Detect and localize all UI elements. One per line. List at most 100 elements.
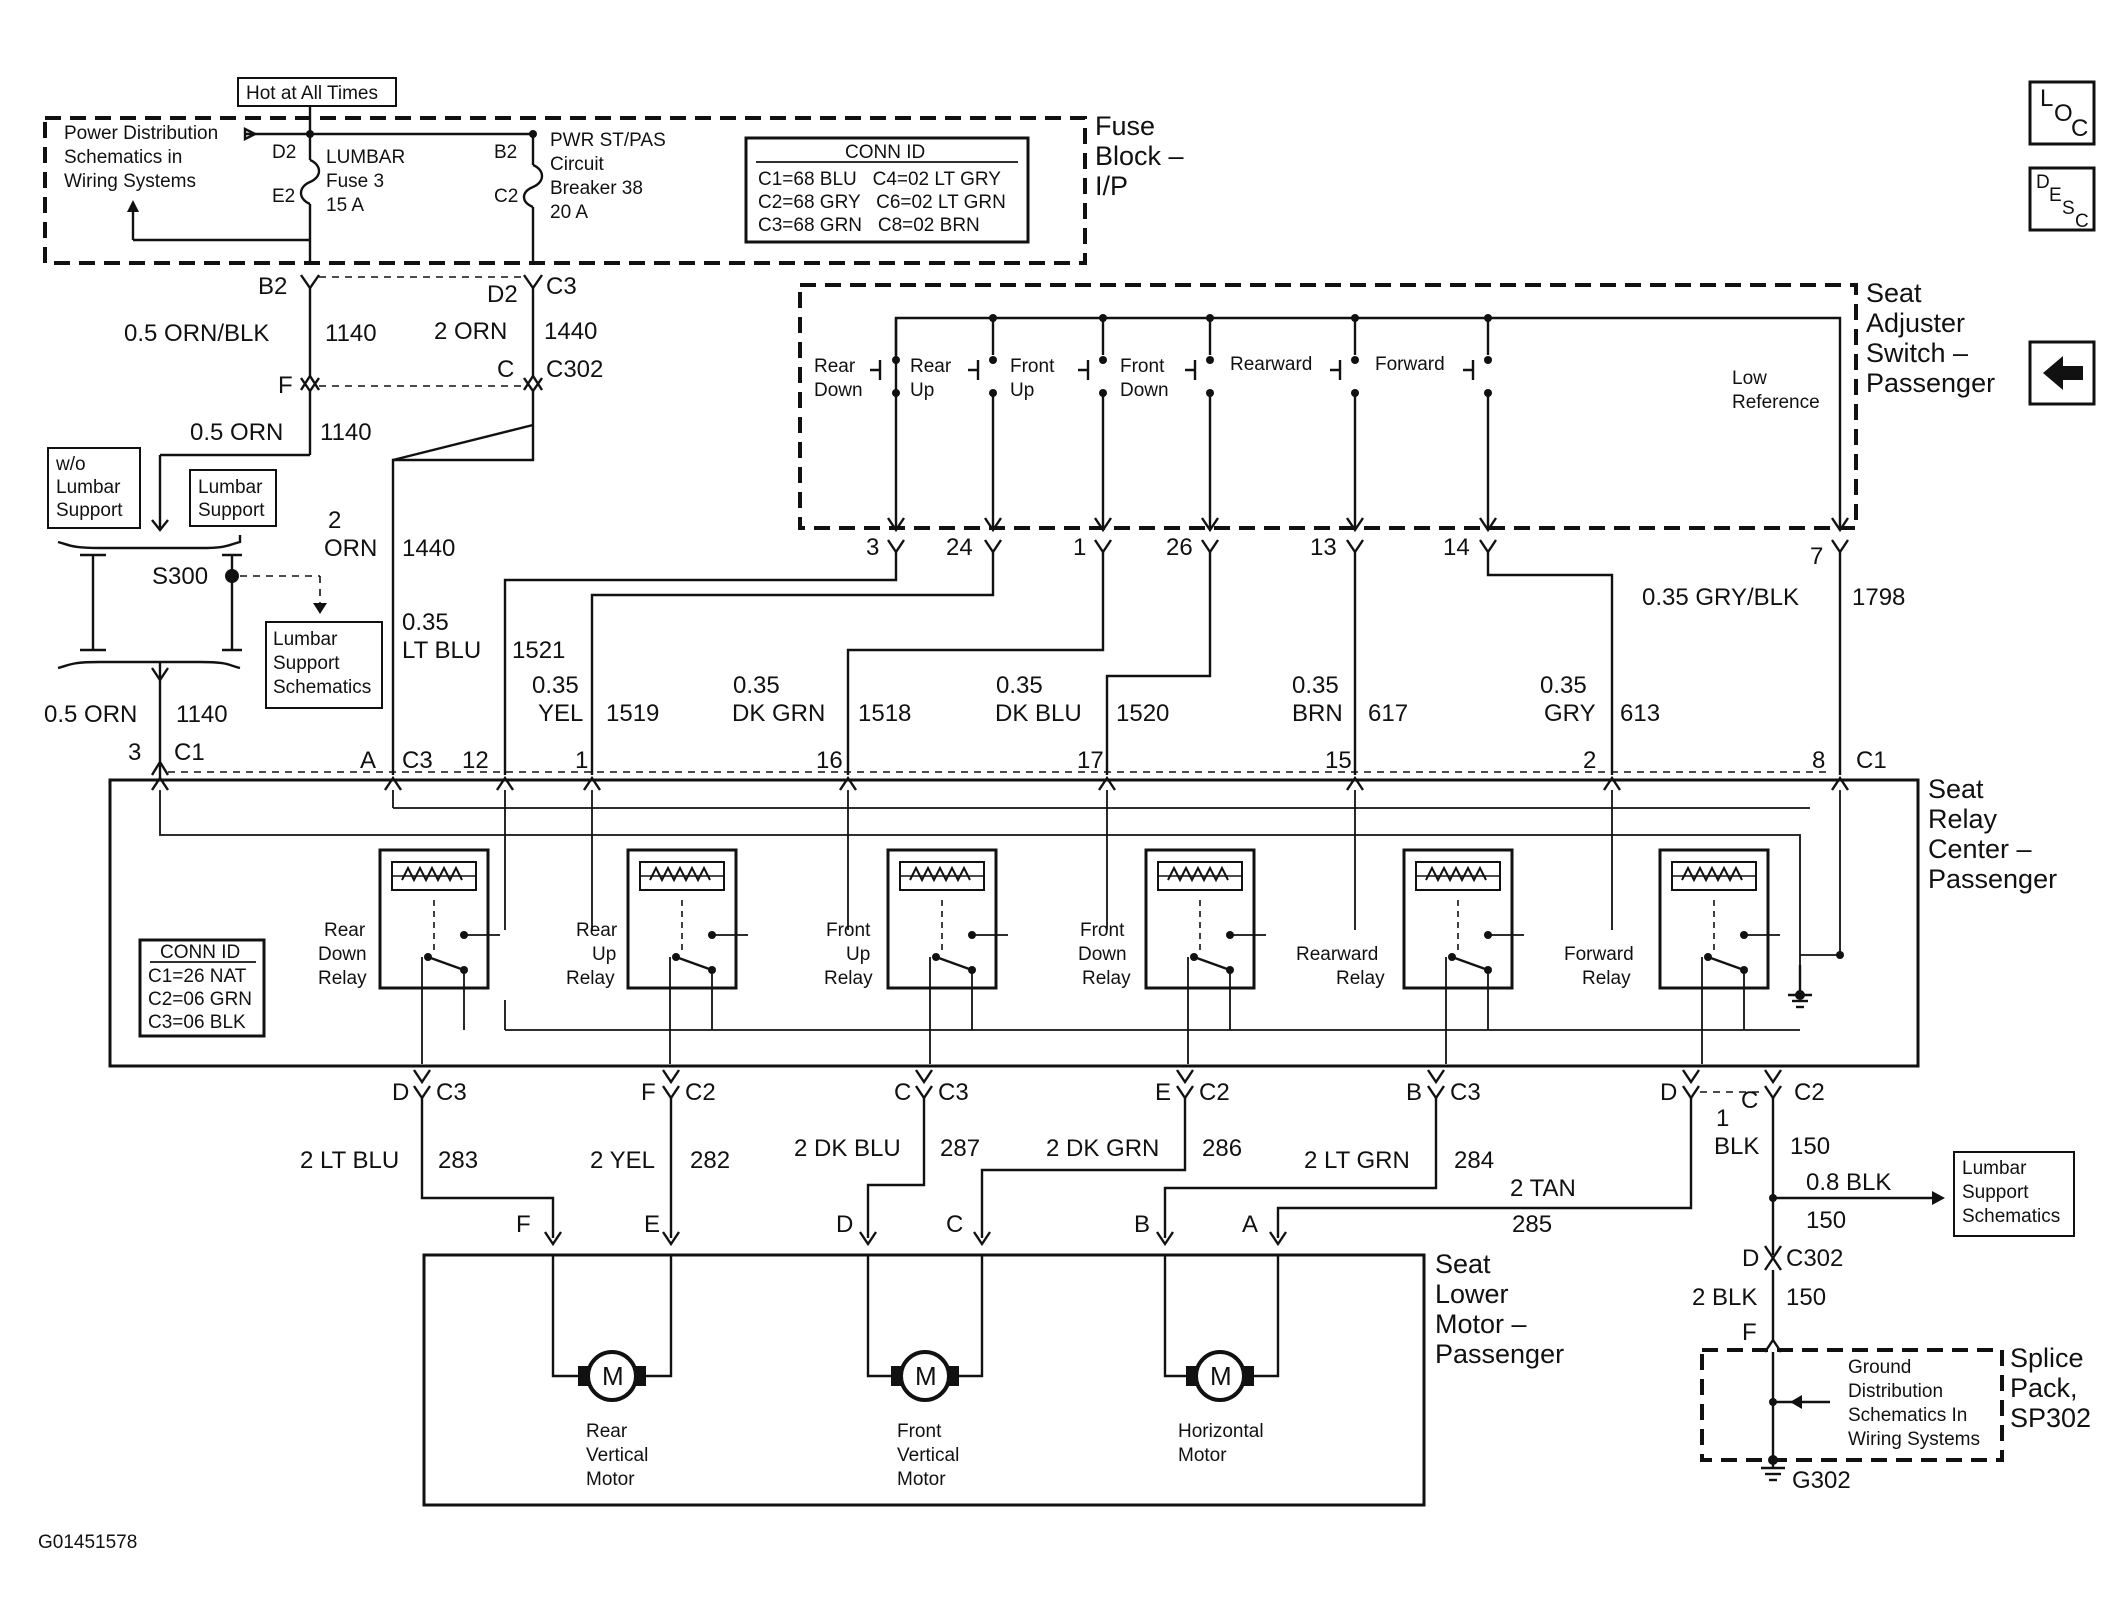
splice-pack-boundary (1700, 1348, 2004, 1462)
relay-rear-up-label-3: Relay (566, 968, 615, 989)
relay-conn-id: CONN ID C1=26 NAT C2=06 GRN C3=06 BLK (138, 938, 266, 1038)
splice-s300-label: S300 (152, 563, 208, 590)
desc-button[interactable]: D E S C (2028, 166, 2096, 232)
relay-conn-id-title: CONN ID (160, 942, 240, 963)
wire-617-circuit: 617 (1368, 700, 1408, 727)
wire-287-color: 2 DK BLU (794, 1135, 901, 1162)
relay-conn-id-row-2: C2=06 GRN (148, 989, 252, 1010)
relay-rear-down-label-2: Down (318, 944, 367, 965)
down-arrow-icon (313, 603, 327, 614)
ground-ref-label-2: Distribution (1848, 1381, 1943, 1402)
fuse-block-title-3: I/P (1095, 171, 1128, 201)
switch-rear-up-1: Rear (910, 356, 952, 377)
back-button[interactable] (2028, 340, 2096, 406)
loc-button[interactable]: L O C (2028, 80, 2096, 146)
label-f: F (278, 372, 293, 399)
switch-front-up-1: Front (1010, 356, 1055, 377)
relay-rearward-label-2: Relay (1336, 968, 1385, 989)
out-pin-b: B (1406, 1079, 1422, 1106)
seat-switch-title-1: Seat (1866, 278, 1922, 308)
ground-ref-arrow-icon (1790, 1395, 1802, 1409)
motor-block-title-2: Lower (1435, 1279, 1509, 1309)
relay-pin-8: 8 (1812, 747, 1825, 774)
relay-front-up-label-2: Up (846, 944, 870, 965)
fuse-conn-id: CONN ID C1=68 BLU C4=02 LT GRY C2=68 GRY… (744, 136, 1030, 244)
relay-conn-id-row-3: C3=06 BLK (148, 1012, 246, 1033)
out-pin-c: C (894, 1079, 911, 1106)
wire-1140-color: 0.5 ORN/BLK (124, 320, 269, 347)
wire-282-color: 2 YEL (590, 1147, 655, 1174)
motor-front-vertical-label-3: Motor (897, 1469, 946, 1490)
wire-283-color: 2 LT BLU (300, 1147, 399, 1174)
motor-pin-d: D (836, 1211, 853, 1238)
label-c3: C3 (546, 273, 577, 300)
wire-1518-color: DK GRN (732, 700, 825, 727)
pin-e2: E2 (272, 186, 295, 207)
connector-c3 (523, 274, 543, 291)
ground-ref-label-4: Wiring Systems (1848, 1429, 1980, 1450)
power-ref-3: Wiring Systems (64, 171, 196, 192)
motor-rear-vertical-label-3: Motor (586, 1469, 635, 1490)
lumbar-fuse-symbol (299, 158, 321, 206)
relay-forward-label-1: Forward (1564, 944, 1634, 965)
relay-pin-a: A (360, 747, 376, 774)
switch-pin-3: 3 (866, 534, 879, 561)
option-bracket-bottom (57, 660, 241, 670)
wo-lumbar-label-1: w/o (55, 454, 86, 475)
wire-150-color: BLK (1714, 1133, 1759, 1160)
switch-front-up-2: Up (1010, 380, 1034, 401)
wire-150c-color: 2 BLK (1692, 1284, 1757, 1311)
seat-relay-center: Seat Relay Center – Passenger A C3 12 1 … (108, 747, 2057, 1068)
splice-pack-title-2: Pack, (2010, 1373, 2078, 1403)
wire-1519-color: YEL (538, 700, 583, 727)
out-pin-c-2: C (1741, 1087, 1758, 1114)
wire-1798-color: 0.35 GRY/BLK (1642, 584, 1799, 611)
wire-150b-color: 0.8 BLK (1806, 1169, 1891, 1196)
connector-d-c302: D (1742, 1245, 1759, 1272)
wire-1140b-color: 0.5 ORN (190, 419, 283, 446)
ground-wire: 1 BLK 150 0.8 BLK 150 Lumbar Support Sch… (1692, 1098, 2075, 1353)
out-pin-c3-1: C3 (436, 1079, 467, 1106)
wire-1798-circuit: 1798 (1852, 584, 1905, 611)
splice-pack-title-3: SP302 (2010, 1403, 2091, 1433)
motor-wires: 2 LT BLU 283 2 YEL 282 2 DK BLU 287 2 DK… (300, 1098, 1693, 1247)
motor-rear-vertical-label-2: Vertical (586, 1445, 648, 1466)
relay-1 (378, 848, 500, 1064)
lumbar-fuse-label-2: Fuse 3 (326, 171, 384, 192)
wire-287-circuit: 287 (940, 1135, 980, 1162)
wire-1519-circuit: 1519 (606, 700, 659, 727)
up-arrow-icon (127, 200, 139, 212)
relay-forward-label-2: Relay (1582, 968, 1631, 989)
wo-lumbar-label-2: Lumbar (56, 477, 121, 498)
fuse-block: Hot at All Times Fuse Block – I/P Power … (43, 77, 1184, 265)
motor-2: M (866, 1255, 984, 1402)
pin-3-c1: 3 (128, 739, 141, 766)
ground-ref-label-3: Schematics In (1848, 1405, 1967, 1426)
wire-1440b-circuit: 1440 (402, 535, 455, 562)
low-reference-2: Reference (1732, 392, 1820, 413)
out-pin-d-1: D (392, 1079, 409, 1106)
wire-1520-circuit: 1520 (1116, 700, 1169, 727)
out-pin-c2-1: C2 (685, 1079, 716, 1106)
right-arrow-icon (1932, 1191, 1945, 1205)
seat-switch-title-2: Adjuster (1866, 308, 1965, 338)
power-ref-1: Power Distribution (64, 123, 218, 144)
motor-block-title-3: Motor – (1435, 1309, 1527, 1339)
option-bracket-top (57, 535, 242, 550)
breaker-label-4: 20 A (550, 202, 588, 223)
motor-horizontal-label-1: Horizontal (1178, 1421, 1264, 1442)
lumbar-schem-label-2: Support (273, 653, 340, 674)
relay-pin-1: 1 (575, 747, 588, 774)
relay-center-title-1: Seat (1928, 774, 1984, 804)
svg-text:S: S (2062, 198, 2075, 219)
lumbar-support-box (189, 469, 277, 527)
seat-switch-title-3: Switch – (1866, 338, 1968, 368)
wo-lumbar-label-3: Support (56, 500, 123, 521)
wire-1140c-circuit: 1140 (176, 701, 228, 728)
connector-f-lower: F (1742, 1319, 1757, 1346)
motor-front-vertical-label-1: Front (897, 1421, 942, 1442)
motor-symbol-label: M (1210, 1361, 1232, 1391)
fuse-block-boundary (43, 116, 1087, 265)
left-arrow-icon (2043, 356, 2083, 390)
